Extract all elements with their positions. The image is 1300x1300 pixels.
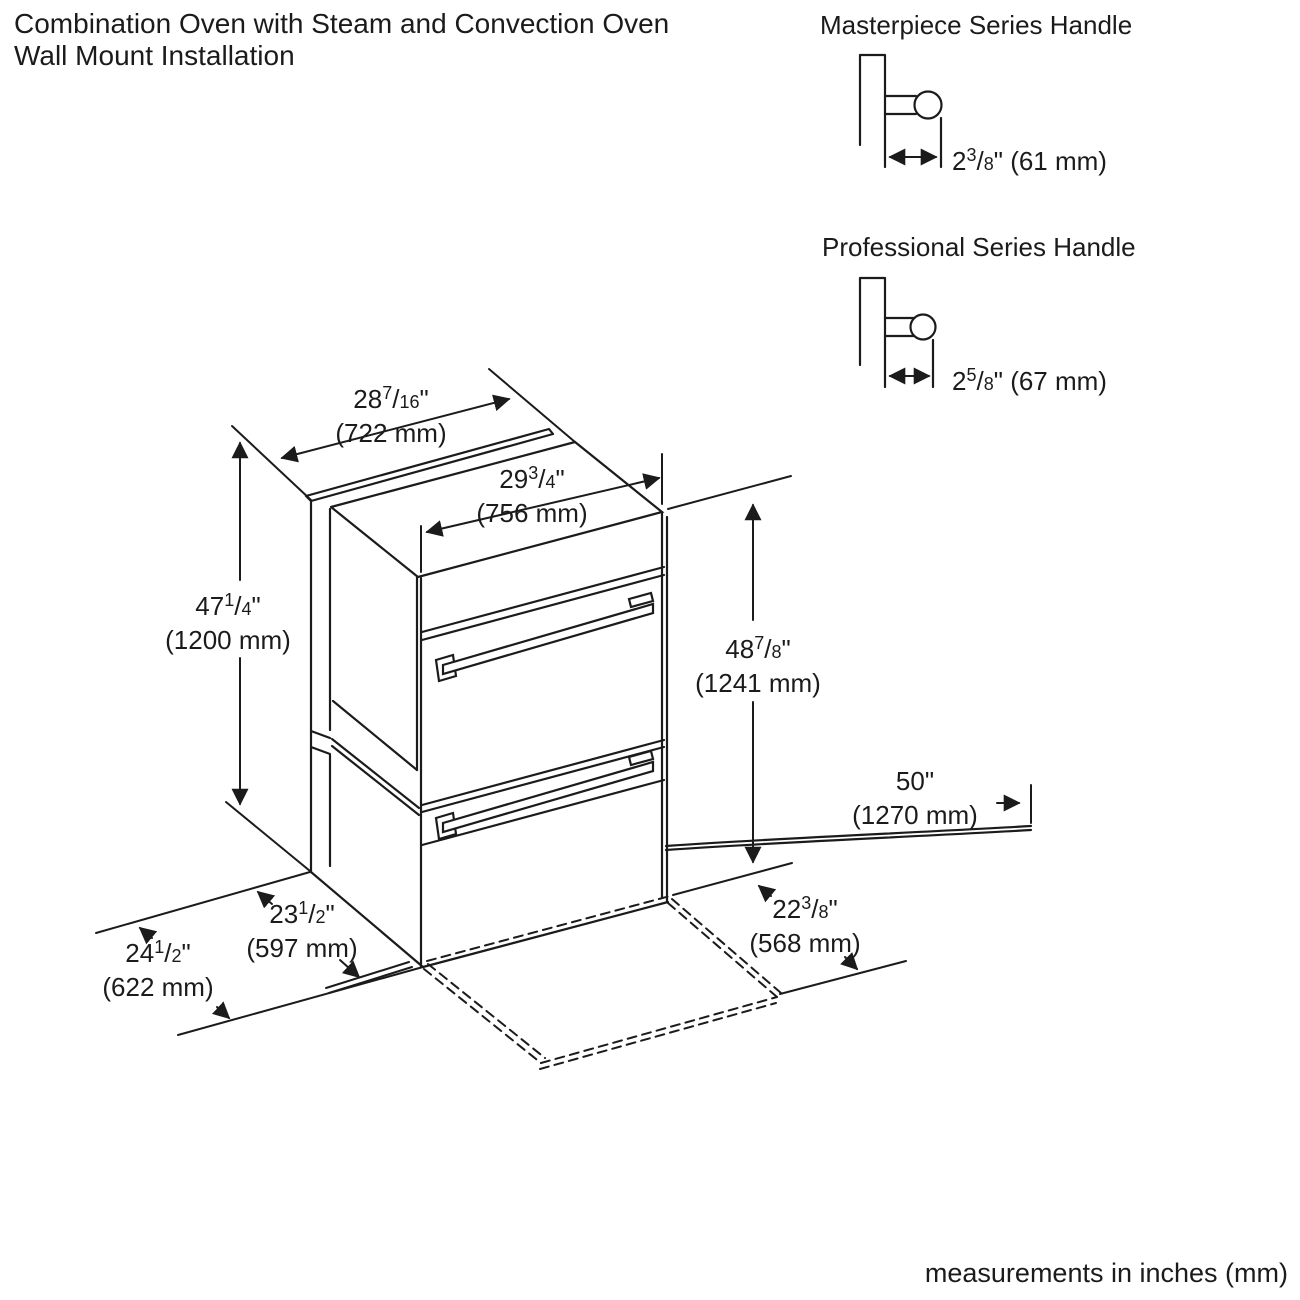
dim-depth-body-label: 231/2" (597 mm): [246, 893, 357, 964]
dim-clearance-front-lines: [757, 884, 907, 995]
masterpiece-handle-title: Masterpiece Series Handle: [820, 10, 1133, 40]
lower-door-handle: [434, 749, 655, 841]
oven-bottom-edge: [421, 900, 670, 969]
dim-inches: 487/8": [725, 633, 791, 664]
professional-knob: [909, 313, 937, 341]
dim-inches: 50": [895, 766, 935, 796]
dim-professional-handle-depth: 25/8" (67 mm): [952, 360, 1107, 400]
dim-numerator: 3: [966, 145, 977, 165]
power-cord: [664, 824, 1033, 852]
dim-width-top-lines: [420, 453, 663, 573]
fraction-slash: /: [976, 366, 984, 396]
dim-mm: (622 mm): [102, 972, 214, 1002]
dim-height-right-lines: [667, 475, 793, 896]
page-title: Combination Oven with Steam and Convecti…: [14, 8, 669, 72]
dim-whole: 2: [952, 366, 967, 396]
dim-mm: (1200 mm): [165, 625, 291, 655]
dim-width-top-label: 293/4" (756 mm): [476, 458, 587, 529]
oven-stack-drawing: [329, 440, 670, 969]
dim-inches: 293/4": [499, 463, 565, 494]
masterpiece-handle-drawing: [858, 53, 943, 169]
wall-mount-panel: [304, 427, 555, 969]
dim-cord-length-label: 50" (1270 mm): [852, 760, 978, 831]
dim-inches: 241/2": [125, 937, 191, 968]
dim-clearance-front-label: 223/8" (568 mm): [749, 888, 860, 959]
upper-door-handle: [434, 591, 655, 683]
dim-masterpiece-handle-depth: 23/8" (61 mm): [952, 140, 1107, 180]
dim-inches: 223/8": [772, 893, 838, 924]
floor-clearance-projection: [423, 895, 782, 1070]
professional-handle-title: Professional Series Handle: [822, 232, 1136, 262]
dim-depth-with-door-label: 241/2" (622 mm): [102, 932, 213, 1003]
dim-mm: (756 mm): [476, 498, 588, 528]
dim-inches: 471/4": [195, 590, 261, 621]
unit-separator-lines: [420, 738, 666, 814]
dim-height-left-label: 471/4" (1200 mm): [165, 585, 291, 656]
dim-height-right-label: 487/8" (1241 mm): [695, 628, 821, 699]
dim-mm: (1241 mm): [695, 668, 821, 698]
dim-mm: (67 mm): [1010, 366, 1107, 396]
dim-denominator: 8: [983, 154, 994, 174]
dim-whole: 2: [952, 146, 967, 176]
dim-inches: 231/2": [269, 898, 335, 929]
professional-handle-drawing: [858, 276, 937, 389]
dim-depth-overall-lines: [231, 368, 576, 501]
inch-mark: ": [993, 366, 1011, 396]
masterpiece-knob: [913, 90, 943, 120]
dim-numerator: 5: [966, 365, 977, 385]
lower-door-top-line: [420, 778, 666, 847]
dim-mm: (722 mm): [335, 418, 447, 448]
dim-height-left-lines: [225, 441, 311, 872]
dim-cord-length-lines: [996, 784, 1032, 824]
control-band-lines: [420, 565, 666, 642]
units-note: measurements in inches (mm): [924, 1258, 1288, 1288]
dim-mm: (1270 mm): [852, 800, 978, 830]
dim-denominator: 8: [983, 374, 994, 394]
dim-mm: (568 mm): [749, 928, 861, 958]
dim-inches: 287/16": [353, 383, 429, 414]
dim-depth-overall-label: 287/16" (722 mm): [335, 378, 446, 449]
dim-depth-with-door-lines: [95, 871, 424, 1036]
dim-mm: (61 mm): [1010, 146, 1107, 176]
inch-mark: ": [993, 146, 1011, 176]
page-title-line1: Combination Oven with Steam and Convecti…: [14, 8, 670, 39]
page-title-line2: Wall Mount Installation: [14, 40, 295, 71]
fraction-slash: /: [976, 146, 984, 176]
dim-mm: (597 mm): [246, 933, 358, 963]
